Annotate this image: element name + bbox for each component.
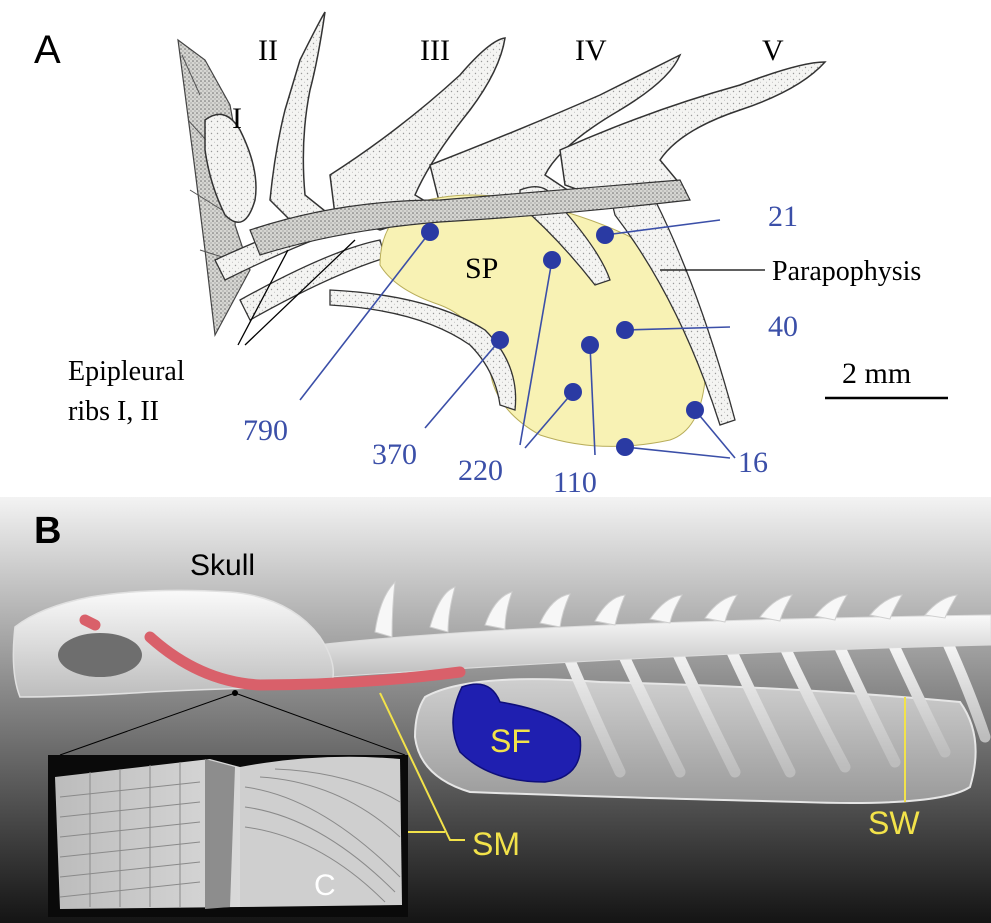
value-40: 40 bbox=[768, 310, 798, 343]
panel-a: A I II III IV V SP Parapophysis Epipleur… bbox=[0, 0, 991, 497]
point-220-lower bbox=[564, 383, 582, 401]
panel-b-render: B Skull SF SM SW C bbox=[0, 497, 991, 923]
value-370: 370 bbox=[372, 438, 417, 471]
vertebra-label-iii: III bbox=[420, 34, 450, 67]
swimbladder-label: SP bbox=[465, 252, 498, 285]
panel-a-drawing: A I II III IV V SP Parapophysis Epipleur… bbox=[0, 0, 991, 497]
epipleural-label-line2: ribs I, II bbox=[68, 396, 159, 427]
value-790: 790 bbox=[243, 414, 288, 447]
sw-label: SW bbox=[868, 805, 920, 841]
value-16: 16 bbox=[738, 446, 768, 479]
vertebra-ii bbox=[270, 12, 330, 230]
inset-muscle-micrograph bbox=[48, 755, 408, 917]
value-110: 110 bbox=[553, 466, 597, 497]
point-16-lower bbox=[616, 438, 634, 456]
orbit bbox=[58, 633, 142, 677]
sm-label: SM bbox=[472, 826, 520, 862]
vertebra-label-ii: II bbox=[258, 34, 278, 67]
parapophysis-label: Parapophysis bbox=[772, 256, 921, 287]
panel-a-letter: A bbox=[34, 28, 61, 72]
vertebra-v bbox=[560, 62, 825, 205]
inset-label-c: C bbox=[314, 869, 336, 902]
point-16-right bbox=[686, 401, 704, 419]
value-220: 220 bbox=[458, 454, 503, 487]
scale-bar-label: 2 mm bbox=[842, 357, 911, 390]
sf-label: SF bbox=[490, 723, 531, 759]
panel-b-letter: B bbox=[34, 510, 61, 552]
vertebra-label-iv: IV bbox=[575, 34, 607, 67]
skull-label: Skull bbox=[190, 549, 255, 582]
point-790 bbox=[421, 223, 439, 241]
epipleural-label-line1: Epipleural bbox=[68, 356, 185, 387]
point-40 bbox=[616, 321, 634, 339]
vertebra-label-v: V bbox=[762, 34, 784, 67]
point-220-upper bbox=[543, 251, 561, 269]
panel-b: B Skull SF SM SW C bbox=[0, 497, 991, 923]
vertebra-label-i: I bbox=[232, 102, 242, 135]
point-21 bbox=[596, 226, 614, 244]
point-370 bbox=[491, 331, 509, 349]
point-110 bbox=[581, 336, 599, 354]
value-21: 21 bbox=[768, 200, 798, 233]
